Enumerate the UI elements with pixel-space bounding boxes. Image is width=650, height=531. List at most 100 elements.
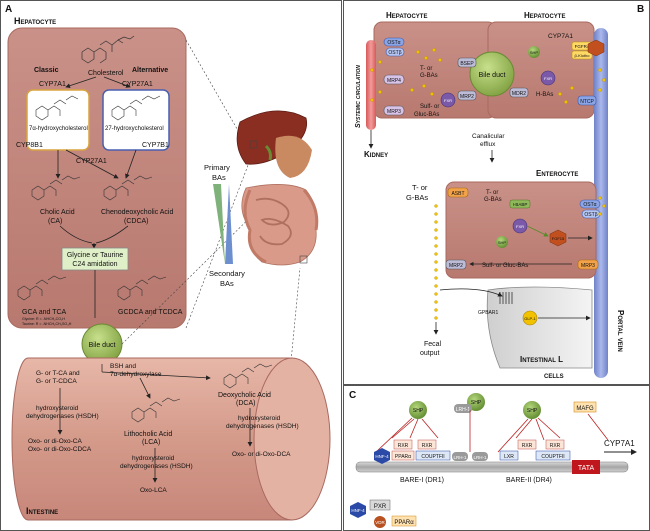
merge-arrows	[59, 225, 129, 244]
i-tg-2: G-BAs	[484, 197, 502, 203]
oxo-lca-label: Oxo-LCA	[140, 487, 167, 494]
mrp4-left-label: MRP4	[387, 78, 401, 84]
panel-b-letter: B	[637, 4, 644, 15]
intestine-label: Intestine	[26, 506, 58, 516]
coupt-c-2	[535, 450, 571, 461]
zoom-line-intestine	[289, 267, 301, 373]
asbt-label: ASBT	[451, 191, 464, 197]
enterocyte-label: Enterocyte	[536, 169, 578, 178]
lrh1-top-label: LRH-1	[456, 407, 471, 413]
legend-hnf4	[350, 502, 366, 518]
systemic-label: Systemic circulation	[355, 65, 362, 128]
arrow-fxr-fgf	[526, 225, 549, 237]
mdr2	[509, 87, 529, 98]
osta-ent-label: OSTα	[583, 202, 596, 208]
rxr-c-4-label: RXR	[550, 443, 561, 449]
arrow-to-classic	[65, 76, 97, 89]
systemic-vessel	[366, 40, 376, 130]
cyp7b1-label: CYP7B1	[142, 142, 169, 149]
legend-pxr-label: PXR	[374, 504, 387, 510]
osta-left-label: OSTα	[387, 40, 400, 46]
canalicular-1: Canalicular	[472, 133, 505, 140]
hsdh-mid-1: hydroxysteroid	[132, 455, 175, 462]
legend-vdr	[374, 516, 386, 528]
cyp8b1-label: CYP8B1	[16, 142, 43, 149]
lrh1-c-a	[452, 452, 468, 461]
mafg-label: MAFG	[576, 406, 594, 412]
bile-duct-b	[469, 51, 515, 97]
fgf15-ent-label: FGF15	[552, 236, 565, 241]
hnf4-c	[374, 448, 390, 464]
legend-ppar	[391, 515, 417, 527]
portal-vein	[594, 28, 608, 378]
mrp2-top-label: MRP2	[460, 94, 474, 100]
mrp3-ent-label: MRP3	[581, 263, 595, 269]
cholic-abbr: (CA)	[48, 218, 62, 225]
cholesterol-structure	[81, 35, 135, 64]
lca-label: Lithocholic Acid	[124, 431, 172, 438]
tata-box	[572, 460, 600, 474]
sulf-ent: Sulf- or Gluc-BAs	[482, 263, 528, 269]
secondary-label: Secondary	[209, 269, 245, 278]
legend-hnf4-label: HNF-4	[351, 508, 365, 513]
ibabp-label: I-BABP	[513, 202, 528, 207]
hnf4-c-label: HNF-4	[375, 454, 389, 459]
hsdh-left-1: hydroxysteroid	[36, 405, 79, 412]
mdr2-label: MDR2	[512, 91, 526, 97]
bsep-label: BSEP	[460, 61, 474, 67]
lca-abbr: (LCA)	[142, 439, 160, 446]
cells-label: cells	[544, 371, 564, 380]
ppara-c-1-label: PPARα	[395, 454, 411, 460]
dna-strand	[355, 461, 629, 473]
mrp3-left	[383, 105, 405, 116]
shp-c-3	[523, 401, 541, 419]
rxr-c-1	[393, 439, 413, 450]
sulf-top-2: Gluc-BAs	[414, 112, 439, 118]
kidney-label: Kidney	[364, 150, 388, 159]
legend-vdr-label: VDR	[375, 520, 385, 525]
alternative-box	[102, 89, 170, 151]
primary-wedge	[213, 184, 225, 264]
lrh1-c-a-label: LRH-1	[453, 455, 467, 460]
taurine-r-label: Taurine: R = -NHCH₂CH₂SO₃H	[22, 322, 72, 326]
hepatocyte-label-a: Hepatocyte	[14, 16, 56, 26]
tg-bas-left-2: G-BAs	[420, 73, 438, 79]
organ-illustration	[236, 110, 319, 266]
alternative-label: Alternative	[132, 67, 168, 74]
tg-bas-left-1: T- or	[420, 66, 432, 72]
primary-label-2: BAs	[212, 173, 226, 182]
bile-duct-label-a: Bile duct	[89, 342, 116, 349]
oxo-dca-label: Oxo- or di-Oxo-DCA	[232, 451, 291, 458]
rxr-c-2-label: RXR	[422, 443, 433, 449]
oxo-left-1: Oxo- or di-Oxo-CA	[28, 438, 82, 445]
arrow-to-cdca-b	[125, 149, 137, 179]
canalicular-2: efflux	[480, 141, 496, 148]
gca-structure	[17, 275, 67, 301]
mrp2-top	[457, 90, 477, 101]
fgfr4-label: FGFR4	[575, 44, 590, 49]
hsdh-mid-2: dehydrogenases (HSDH)	[120, 463, 193, 470]
arrow-to-lca	[139, 377, 151, 399]
i-tg-1: T- or	[486, 190, 498, 196]
glp1-label: GLP-1	[524, 316, 536, 321]
fgf15-hex	[587, 39, 605, 57]
coupt-c-1-label: COUPTFII	[421, 454, 444, 460]
cyp27a1-mid-label: CYP27A1	[76, 158, 107, 165]
rxr-c-3	[517, 439, 537, 450]
ostb-left	[385, 47, 405, 57]
fgf15-ent	[549, 229, 567, 247]
ostb-left-label: OSTβ	[388, 50, 401, 56]
hsdh-right-1: hydroxysteroid	[238, 415, 281, 422]
shp-right-label: SHP	[530, 50, 539, 55]
ba-dots-fecal	[434, 196, 606, 320]
shp-inhibition-lines	[375, 410, 561, 453]
rxr-c-4	[545, 439, 565, 450]
bare1-label: BARE-I (DR1)	[400, 477, 444, 484]
primary-label: Primary	[204, 163, 230, 172]
bsh-line-1: BSH and	[110, 363, 136, 370]
gt-line-1: G- or T-CA and	[36, 370, 80, 377]
lxr-c	[499, 450, 519, 461]
gcdca-structure	[117, 275, 167, 301]
cholesterol-label: Cholesterol	[88, 70, 124, 77]
